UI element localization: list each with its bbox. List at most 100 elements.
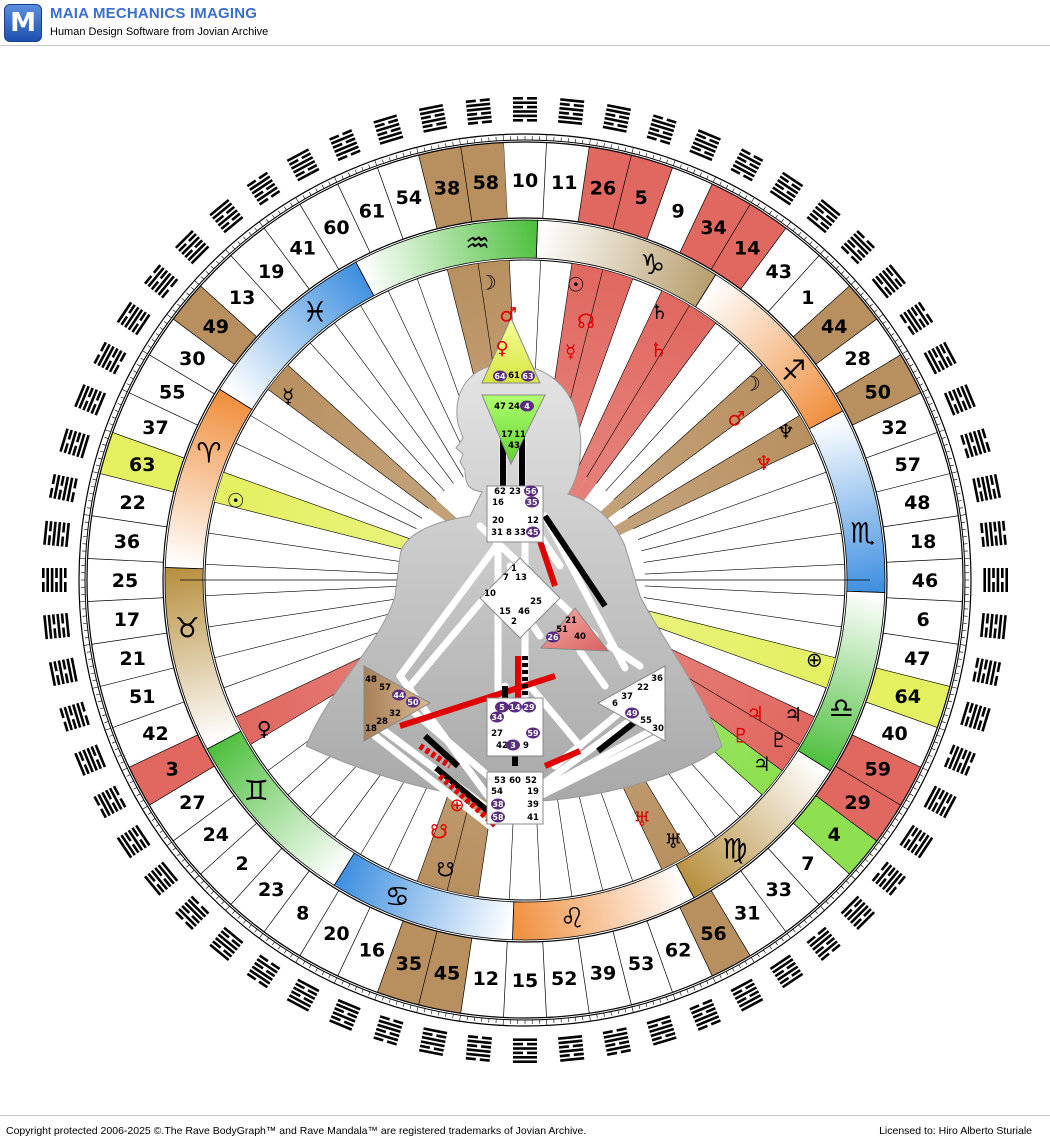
gate-number[interactable]: 1 (801, 287, 814, 309)
design-planet-icon[interactable]: ♀ (495, 338, 508, 359)
app-logo[interactable]: M (4, 4, 42, 42)
gate-number[interactable]: 27 (179, 792, 205, 814)
personality-planet-icon[interactable]: ☉ (567, 272, 585, 296)
gate-number[interactable]: 14 (734, 237, 760, 259)
gate-number[interactable]: 7 (801, 853, 814, 875)
design-planet-icon[interactable]: ☊ (577, 309, 595, 333)
gate-number[interactable]: 60 (323, 217, 349, 239)
bodygraph-gate[interactable]: 32 (389, 709, 401, 719)
bodygraph-gate[interactable]: 33 (514, 528, 526, 538)
bodygraph-gate[interactable]: 54 (491, 787, 503, 797)
gate-number[interactable]: 54 (396, 187, 422, 209)
bodygraph-gate[interactable]: 10 (484, 589, 496, 599)
gate-number[interactable]: 39 (590, 962, 616, 984)
gate-number[interactable]: 22 (119, 492, 145, 514)
bodygraph-gate[interactable]: 64 (494, 372, 506, 381)
design-planet-icon[interactable]: ♅ (633, 807, 651, 831)
design-planet-icon[interactable]: ♇ (732, 723, 750, 747)
gate-number[interactable]: 52 (551, 968, 577, 990)
bodygraph-gate[interactable]: 2 (511, 617, 517, 627)
gate-number[interactable]: 19 (258, 261, 284, 283)
gate-number[interactable]: 44 (821, 316, 847, 338)
gate-number[interactable]: 17 (114, 609, 140, 631)
bodygraph-gate[interactable]: 46 (518, 607, 530, 617)
bodygraph-gate[interactable]: 7 (503, 573, 509, 583)
gate-number[interactable]: 41 (290, 237, 316, 259)
bodygraph-gate[interactable]: 53 (494, 776, 506, 786)
bodygraph-gate[interactable]: 35 (526, 498, 538, 507)
gate-number[interactable]: 53 (628, 953, 654, 975)
gate-number[interactable]: 49 (203, 316, 229, 338)
design-planet-icon[interactable]: ♂ (499, 303, 517, 327)
gate-number[interactable]: 45 (434, 962, 460, 984)
bodygraph-gate[interactable]: 13 (515, 573, 527, 583)
personality-planet-icon[interactable]: ☋ (437, 857, 455, 881)
bodygraph-gate[interactable]: 30 (652, 724, 664, 734)
bodygraph-gate[interactable]: 62 (494, 487, 506, 497)
bodygraph-gate[interactable]: 26 (547, 633, 559, 642)
personality-planet-icon[interactable]: ☿ (282, 384, 294, 408)
gate-number[interactable]: 43 (766, 261, 792, 283)
personality-planet-icon[interactable]: ♆ (777, 420, 795, 444)
personality-planet-icon[interactable]: ♄ (650, 300, 668, 324)
bodygraph-gate[interactable]: 27 (491, 729, 503, 739)
personality-planet-icon[interactable]: ♃ (753, 752, 771, 776)
gate-number[interactable]: 28 (844, 348, 870, 370)
bodygraph-gate[interactable]: 11 (514, 430, 526, 440)
gate-number[interactable]: 3 (166, 759, 179, 781)
gate-number[interactable]: 46 (912, 570, 938, 592)
bodygraph-gate[interactable]: 17 (501, 430, 513, 440)
gate-number[interactable]: 47 (904, 648, 930, 670)
gate-number[interactable]: 40 (881, 723, 907, 745)
gate-number[interactable]: 63 (129, 454, 155, 476)
design-planet-icon[interactable]: ♃ (746, 702, 764, 726)
personality-planet-icon[interactable]: ♀ (257, 716, 272, 740)
gate-number[interactable]: 57 (895, 454, 921, 476)
gate-number[interactable]: 56 (700, 923, 726, 945)
bodygraph-gate[interactable]: 3 (510, 741, 516, 750)
bodygraph-gate[interactable]: 34 (491, 713, 503, 722)
bodygraph-gate[interactable]: 49 (626, 709, 638, 718)
bodygraph-gate[interactable]: 47 (494, 402, 506, 412)
bodygraph-gate[interactable]: 29 (523, 703, 535, 712)
gate-number[interactable]: 13 (229, 287, 255, 309)
gate-number[interactable]: 8 (296, 903, 309, 925)
gate-number[interactable]: 33 (766, 879, 792, 901)
gate-number[interactable]: 38 (434, 178, 460, 200)
gate-number[interactable]: 35 (396, 953, 422, 975)
gate-number[interactable]: 16 (359, 940, 385, 962)
design-planet-icon[interactable]: ♂ (727, 407, 745, 431)
bodygraph-gate[interactable]: 59 (527, 729, 539, 738)
gate-number[interactable]: 59 (865, 759, 891, 781)
gate-number[interactable]: 34 (700, 217, 726, 239)
bodygraph-gate[interactable]: 45 (527, 528, 539, 537)
bodygraph-gate[interactable]: 52 (525, 776, 537, 786)
bodygraph-gate[interactable]: 8 (506, 528, 512, 538)
design-planet-icon[interactable]: ☋ (430, 820, 448, 844)
bodygraph-gate[interactable]: 48 (365, 675, 377, 685)
gate-number[interactable]: 23 (258, 879, 284, 901)
bodygraph-gate[interactable]: 36 (651, 674, 663, 684)
bodygraph-gate[interactable]: 56 (525, 487, 537, 496)
gate-number[interactable]: 50 (865, 381, 891, 403)
bodygraph-gate[interactable]: 23 (509, 487, 521, 497)
bodygraph-gate[interactable]: 16 (492, 498, 504, 508)
bodygraph-gate[interactable]: 40 (574, 632, 586, 642)
bodygraph-gate[interactable]: 22 (637, 683, 649, 693)
personality-planet-icon[interactable]: ☽ (743, 372, 761, 396)
gate-number[interactable]: 48 (904, 492, 930, 514)
bodygraph-gate[interactable]: 4 (524, 402, 530, 411)
gate-number[interactable]: 64 (895, 686, 921, 708)
personality-planet-icon[interactable]: ☽ (479, 270, 497, 294)
bodygraph-gate[interactable]: 60 (509, 776, 521, 786)
gate-number[interactable]: 24 (203, 824, 229, 846)
design-planet-icon[interactable]: ♆ (755, 451, 773, 475)
gate-number[interactable]: 30 (179, 348, 205, 370)
bodygraph-gate[interactable]: 6 (612, 699, 618, 709)
bodygraph-gate[interactable]: 58 (492, 813, 504, 822)
bodygraph-gate[interactable]: 19 (527, 787, 539, 797)
gate-number[interactable]: 5 (634, 187, 647, 209)
gate-number[interactable]: 29 (844, 792, 870, 814)
gate-number[interactable]: 20 (323, 923, 349, 945)
